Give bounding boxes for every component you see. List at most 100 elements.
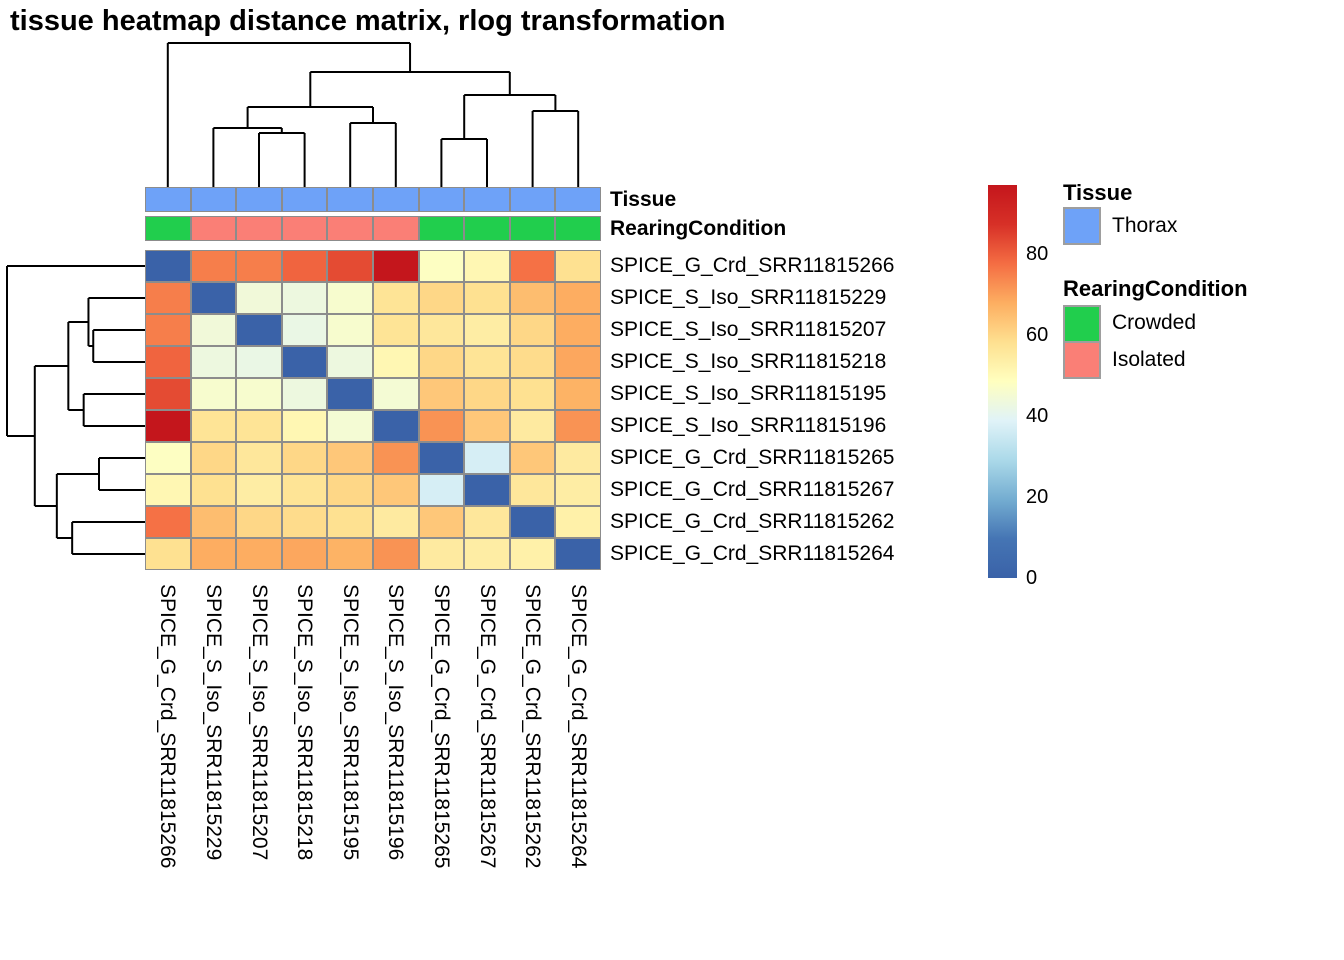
heatmap-cell: [236, 506, 282, 538]
row-label: SPICE_G_Crd_SRR11815266: [610, 254, 895, 277]
heatmap-cell: [327, 474, 373, 506]
annotation-cell: [372, 187, 419, 212]
heatmap-cell: [190, 538, 237, 570]
heatmap-cell: [281, 506, 328, 538]
heatmap-cell: [190, 346, 237, 378]
heatmap-cell: [327, 378, 373, 410]
colorbar-tick-label: 60: [1026, 323, 1049, 346]
heatmap-cell: [372, 538, 419, 570]
heatmap-cell: [327, 346, 373, 378]
heatmap-cell: [464, 346, 510, 378]
heatmap-cell: [190, 474, 237, 506]
heatmap-cell: [418, 346, 465, 378]
heatmap-cell: [372, 282, 419, 314]
heatmap-cell: [555, 506, 601, 538]
row-label: SPICE_S_Iso_SRR11815218: [610, 350, 887, 373]
colorbar-tick-label: 80: [1026, 242, 1049, 265]
column-label: SPICE_S_Iso_SRR11815218: [293, 584, 317, 861]
annotation-cell: [327, 216, 373, 241]
annotation-cell: [281, 216, 328, 241]
column-label: SPICE_G_Crd_SRR11815266: [156, 584, 180, 869]
annotation-cell: [555, 187, 601, 212]
heatmap-cell: [418, 250, 465, 282]
annotation-cell: [281, 187, 328, 212]
chart-title: tissue heatmap distance matrix, rlog tra…: [10, 5, 726, 37]
annotation-cell: [327, 187, 373, 212]
colorbar-tick-label: 40: [1026, 404, 1049, 427]
legend-rearing-header: RearingCondition: [1063, 276, 1248, 301]
heatmap-cell: [509, 442, 556, 474]
row-label: SPICE_S_Iso_SRR11815207: [610, 318, 887, 341]
heatmap-cell: [464, 538, 510, 570]
row-label: SPICE_S_Iso_SRR11815229: [610, 286, 887, 309]
heatmap-cell: [236, 474, 282, 506]
heatmap-cell: [145, 346, 191, 378]
legend-thorax-swatch: [1063, 207, 1101, 245]
colorbar-tick-label: 20: [1026, 485, 1049, 508]
heatmap-cell: [509, 506, 556, 538]
heatmap-cell: [464, 314, 510, 346]
heatmap-cell: [281, 410, 328, 442]
annotation-cell: [190, 187, 237, 212]
heatmap-cell: [190, 314, 237, 346]
heatmap-cell: [190, 506, 237, 538]
heatmap-cell: [327, 538, 373, 570]
heatmap-cell: [281, 250, 328, 282]
heatmap-cell: [372, 378, 419, 410]
heatmap-cell: [281, 378, 328, 410]
heatmap-cell: [145, 474, 191, 506]
heatmap-cell: [418, 442, 465, 474]
annotation-cell: [509, 216, 556, 241]
heatmap-cell: [327, 314, 373, 346]
column-label: SPICE_G_Crd_SRR11815267: [475, 584, 499, 869]
heatmap-cell: [327, 250, 373, 282]
annotation-cell: [418, 216, 465, 241]
heatmap-cell: [281, 538, 328, 570]
heatmap-cell: [145, 314, 191, 346]
heatmap-cell: [190, 250, 237, 282]
heatmap-cell: [509, 474, 556, 506]
colorbar-tick-label: 0: [1026, 567, 1038, 589]
heatmap-cell: [236, 410, 282, 442]
annotation-cell: [236, 216, 282, 241]
heatmap-matrix: [145, 250, 601, 570]
heatmap-cell: [509, 378, 556, 410]
heatmap-cell: [464, 250, 510, 282]
heatmap-cell: [327, 282, 373, 314]
heatmap-cell: [464, 506, 510, 538]
heatmap-cell: [555, 282, 601, 314]
legend-isolated-swatch: [1063, 341, 1101, 379]
heatmap-cell: [145, 410, 191, 442]
heatmap-cell: [190, 442, 237, 474]
rearing-annotation-bar: [145, 216, 601, 241]
row-label: SPICE_G_Crd_SRR11815262: [610, 510, 895, 533]
heatmap-cell: [372, 314, 419, 346]
heatmap-cell: [372, 250, 419, 282]
heatmap-cell: [555, 538, 601, 570]
annotation-cell: [236, 187, 282, 212]
annotation-cell: [464, 216, 510, 241]
heatmap-cell: [418, 282, 465, 314]
heatmap-cell: [509, 250, 556, 282]
row-label: SPICE_S_Iso_SRR11815195: [610, 382, 887, 405]
heatmap-cell: [418, 474, 465, 506]
rearing-annotation-label: RearingCondition: [610, 217, 787, 240]
heatmap-cell: [236, 314, 282, 346]
heatmap-cell: [236, 442, 282, 474]
heatmap-cell: [555, 474, 601, 506]
heatmap-cell: [509, 410, 556, 442]
heatmap-cell: [555, 250, 601, 282]
heatmap-cell: [555, 410, 601, 442]
heatmap-cell: [327, 410, 373, 442]
legend-isolated-label: Isolated: [1112, 348, 1186, 371]
heatmap-cell: [236, 282, 282, 314]
heatmap-cell: [236, 378, 282, 410]
heatmap-cell: [509, 282, 556, 314]
column-label: SPICE_S_Iso_SRR11815229: [201, 584, 225, 861]
heatmap-cell: [145, 250, 191, 282]
colorbar-gradient: [988, 185, 1017, 578]
heatmap-cell: [281, 346, 328, 378]
heatmap-cell: [418, 378, 465, 410]
heatmap-cell: [190, 410, 237, 442]
